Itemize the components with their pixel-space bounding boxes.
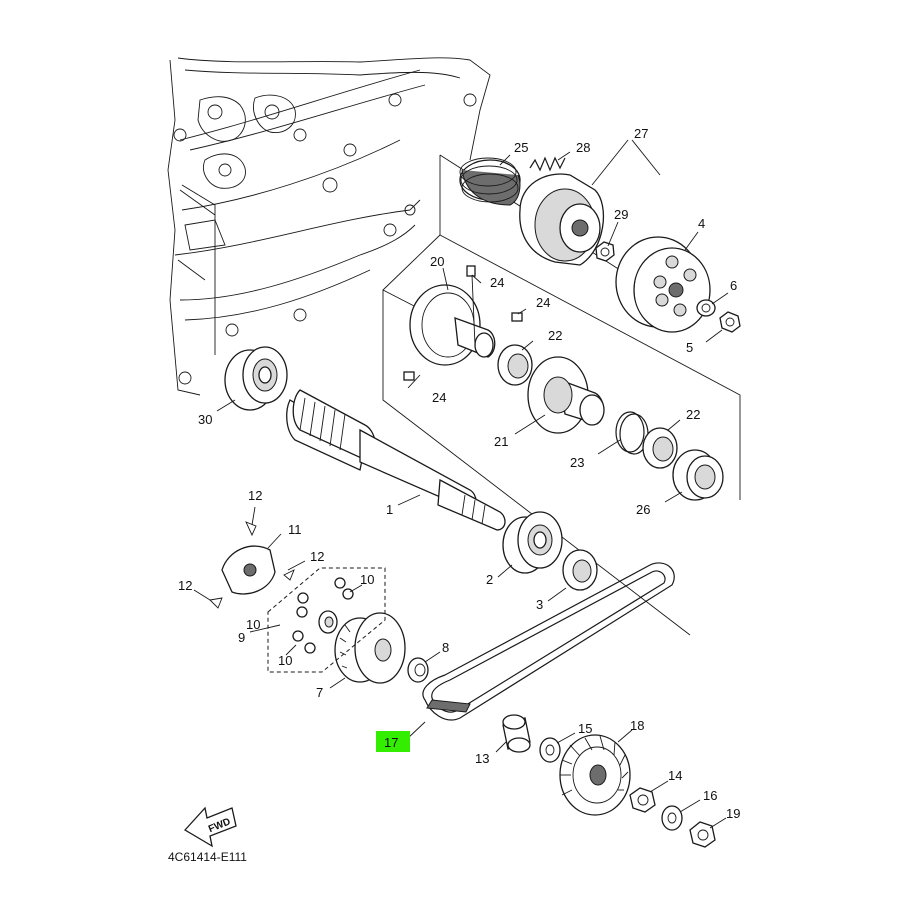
nut-14 — [629, 787, 656, 813]
washer-6 — [696, 299, 716, 317]
weight-set-box — [267, 567, 386, 673]
highlight-box — [376, 731, 410, 752]
callout-11: 11 — [288, 522, 302, 537]
bearing-30 — [224, 346, 288, 411]
callout-labels: 1 2 3 4 5 6 7 8 9 10 10 10 11 12 12 12 1… — [178, 126, 740, 821]
callout-3: 3 — [536, 597, 543, 612]
nut-29 — [595, 241, 615, 262]
cam-plate-11 — [209, 521, 295, 609]
callout-12a: 12 — [248, 488, 262, 503]
primary-sheave-7 — [334, 612, 406, 684]
leader-lines — [193, 139, 729, 829]
callout-9: 9 — [238, 630, 245, 645]
washer-15 — [539, 737, 561, 763]
callout-19: 19 — [726, 806, 740, 821]
fwd-arrow-icon: FWD — [183, 806, 237, 848]
callout-21: 21 — [494, 434, 508, 449]
crankcase-cover — [167, 57, 491, 396]
callout-29: 29 — [614, 207, 628, 222]
collar-13 — [502, 714, 531, 753]
collar-26 — [672, 449, 724, 501]
callout-30: 30 — [198, 412, 212, 427]
secondary-sheave-21 — [527, 356, 605, 434]
callout-18: 18 — [630, 718, 644, 733]
callout-16: 16 — [703, 788, 717, 803]
callout-12c: 12 — [178, 578, 192, 593]
callout-8: 8 — [442, 640, 449, 655]
callout-22a: 22 — [548, 328, 562, 343]
oil-seal-22b — [642, 427, 678, 469]
callout-24b: 24 — [536, 295, 550, 310]
callout-25: 25 — [514, 140, 528, 155]
callout-15: 15 — [578, 721, 592, 736]
callout-20: 20 — [430, 254, 444, 269]
callout-7: 7 — [316, 685, 323, 700]
callout-28: 28 — [576, 140, 590, 155]
callout-10c: 10 — [278, 653, 292, 668]
collar-8 — [407, 657, 429, 683]
callout-24c: 24 — [432, 390, 446, 405]
diagram-code: 4C61414-E111 — [168, 850, 247, 864]
primary-sliding-sheave-shaft — [286, 389, 506, 531]
oil-seal-22 — [497, 344, 533, 386]
callout-5: 5 — [686, 340, 693, 355]
callout-10a: 10 — [360, 572, 374, 587]
callout-6: 6 — [730, 278, 737, 293]
pin-24 — [403, 265, 523, 381]
callout-17: 17 — [384, 735, 398, 750]
clutch-carrier-27 — [519, 173, 605, 266]
nut-19 — [689, 821, 716, 848]
callout-14: 14 — [668, 768, 682, 783]
callout-27: 27 — [634, 126, 648, 141]
callout-12b: 12 — [310, 549, 324, 564]
v-belt-17 — [422, 562, 675, 721]
callout-13: 13 — [475, 751, 489, 766]
nut-5 — [719, 311, 741, 333]
callout-2: 2 — [486, 572, 493, 587]
bearing-2 — [502, 511, 563, 574]
washer-16 — [661, 805, 683, 831]
spring-28 — [529, 156, 566, 172]
callout-23: 23 — [570, 455, 584, 470]
compression-spring-25 — [459, 157, 521, 206]
cooling-fan-18 — [559, 734, 631, 816]
cam-20 — [409, 284, 496, 366]
callout-1: 1 — [386, 502, 393, 517]
callout-4: 4 — [698, 216, 705, 231]
callout-24a: 24 — [490, 275, 504, 290]
clutch-housing-4 — [615, 236, 711, 333]
callout-10b: 10 — [246, 617, 260, 632]
callout-26: 26 — [636, 502, 650, 517]
callout-22b: 22 — [686, 407, 700, 422]
oil-seal-3 — [562, 549, 598, 591]
